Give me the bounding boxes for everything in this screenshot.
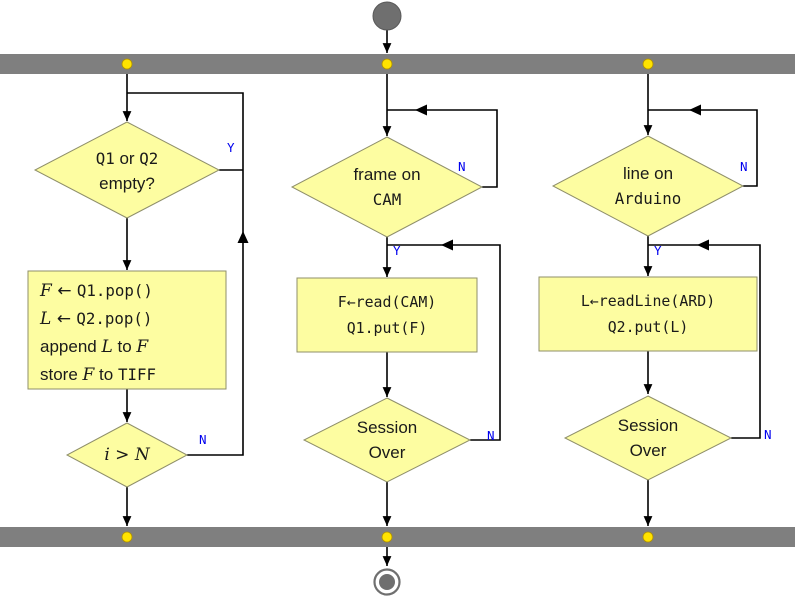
var-n: N: [134, 445, 150, 465]
word-to: to: [112, 337, 137, 356]
arrowhead-c2-session-left: [441, 239, 453, 251]
label-line: Over: [368, 443, 406, 462]
label-line: append L to F: [40, 333, 226, 361]
arrowhead-c2-wait-left: [415, 104, 427, 116]
assign-arrow: ←: [51, 281, 77, 301]
word-append: append: [40, 337, 102, 356]
fork-dot-thread2: [381, 58, 393, 70]
fork-dot-thread1: [121, 58, 133, 70]
decision-line-on-arduino: [551, 135, 745, 237]
code-q2-put: Q2.put(L): [607, 318, 689, 336]
label-line: Over: [629, 441, 667, 460]
process-readline-ard: [538, 276, 758, 352]
word-store: store: [40, 365, 83, 384]
decision-frame-on-cam: [290, 136, 484, 238]
label-decision-i-gt-n: i > N: [67, 443, 187, 467]
code-q1: Q1: [95, 149, 115, 168]
label-process-readline-ard: L←readLine(ARD) Q2.put(L): [539, 288, 757, 340]
assign-arrow: ←: [51, 309, 77, 329]
arrowhead-c3-wait-left: [689, 104, 701, 116]
code-q1-put: Q1.put(F): [346, 319, 428, 337]
join-bar: [0, 527, 795, 547]
fork-bar: [0, 54, 795, 74]
decision-i-gt-n: [65, 422, 189, 488]
var-l: L: [40, 309, 52, 329]
label-decision-q1-q2-empty: Q1 or Q2 empty?: [35, 146, 219, 196]
branch-label-c2-yes: Y: [393, 243, 401, 258]
word-or: or: [114, 149, 140, 168]
join-dot-thread3: [642, 531, 654, 543]
arrowhead-c1-loop-up: [237, 231, 249, 243]
label-decision-session-over-ard: Session Over: [565, 413, 731, 463]
code-q2: Q2: [139, 149, 159, 168]
decision-session-over-ard: [563, 395, 733, 481]
code-read-cam: F←read(CAM): [337, 293, 437, 311]
code-q1-pop: Q1.pop(): [76, 281, 153, 300]
edge-c2-wait-loop: [387, 109, 498, 188]
label-decision-line-on-arduino: line on Arduino: [553, 161, 743, 211]
join-dot-thread2: [381, 531, 393, 543]
word-to: to: [94, 365, 118, 384]
decision-session-over-cam: [302, 397, 472, 483]
branch-label-c3-session-no: N: [764, 427, 772, 442]
edge-c1-loop-back: [127, 92, 244, 456]
join-dot-thread1: [121, 531, 133, 543]
label-decision-session-over-cam: Session Over: [304, 415, 470, 465]
branch-label-c3-wait-no: N: [740, 159, 748, 174]
branch-label-c2-session-no: N: [487, 428, 495, 443]
label-process-read-cam: F←read(CAM) Q1.put(F): [297, 289, 477, 341]
edge-c3-wait-loop: [648, 109, 758, 187]
label-line: i > N: [67, 443, 187, 467]
code-cam: CAM: [372, 190, 402, 209]
var-f: F: [40, 281, 52, 301]
label-process-pop-append-store: F ← Q1.pop() L ← Q2.pop() append L to F …: [40, 277, 226, 389]
branch-label-c2-wait-no: N: [458, 159, 466, 174]
var-f: F: [82, 365, 95, 385]
var-f: F: [136, 337, 149, 357]
label-line: Session: [617, 416, 679, 435]
code-tiff: TIFF: [117, 365, 156, 384]
label-line: Q1 or Q2: [35, 146, 219, 171]
code-q2-pop: Q2.pop(): [76, 309, 153, 328]
label-line: Session: [356, 418, 418, 437]
end-node-core: [379, 574, 395, 590]
label-line: empty?: [99, 174, 155, 193]
code-readline-ard: L←readLine(ARD): [580, 292, 716, 310]
process-read-cam: [296, 277, 478, 353]
decision-q1-q2-empty: [33, 121, 221, 219]
label-decision-frame-on-cam: frame on CAM: [292, 162, 482, 212]
start-node: [372, 1, 402, 31]
fork-dot-thread3: [642, 58, 654, 70]
var-l: L: [101, 337, 113, 357]
arrowhead-c3-session-left: [697, 239, 709, 251]
label-line: F ← Q1.pop(): [40, 277, 226, 305]
op-gt: >: [109, 445, 135, 465]
label-line: store F to TIFF: [40, 361, 226, 389]
label-line: line on: [622, 164, 674, 183]
branch-label-c3-yes: Y: [654, 243, 662, 258]
branch-label-c1-yes: Y: [227, 140, 235, 155]
code-arduino: Arduino: [614, 189, 682, 208]
label-line: L ← Q2.pop(): [40, 305, 226, 333]
var-i: i: [104, 445, 110, 465]
label-line: frame on: [353, 165, 421, 184]
process-pop-append-store: [27, 270, 227, 390]
branch-label-c1-no: N: [199, 432, 207, 447]
